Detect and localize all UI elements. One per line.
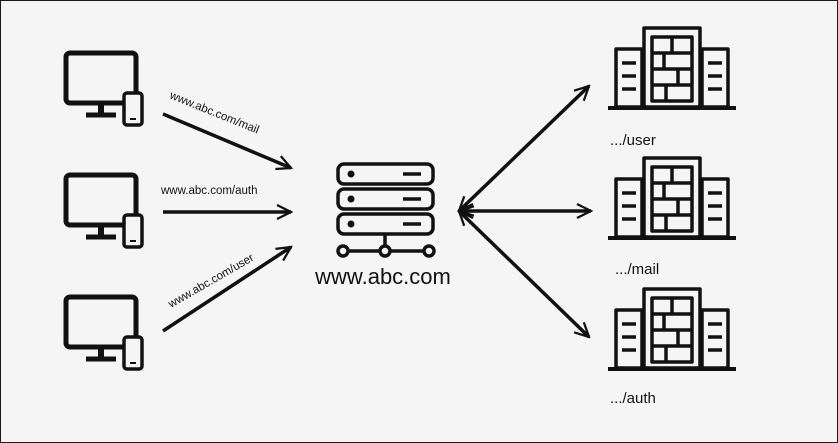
service-label-2: .../mail	[615, 261, 659, 278]
service-label-3: .../auth	[610, 390, 656, 407]
arrow-service-3	[459, 211, 589, 337]
arrow-service-1	[459, 86, 589, 211]
arrow-client-1	[162, 112, 291, 168]
route-label-1: www.abc.com/mail	[167, 89, 261, 136]
load-balancer-server-icon	[336, 162, 436, 258]
arrow-client-3	[162, 245, 291, 333]
route-label-2: www.abc.com/auth	[160, 185, 258, 197]
data-center-icon	[606, 287, 738, 371]
service-label-1: .../user	[610, 132, 656, 149]
client-desktop-icon	[66, 297, 142, 369]
data-center-icon	[606, 26, 738, 110]
client-desktop-icon	[66, 53, 142, 125]
data-center-icon	[606, 156, 738, 240]
route-label-3: www.abc.com/user	[166, 252, 257, 311]
client-desktop-icon	[66, 175, 142, 247]
center-label: www.abc.com	[314, 264, 451, 289]
